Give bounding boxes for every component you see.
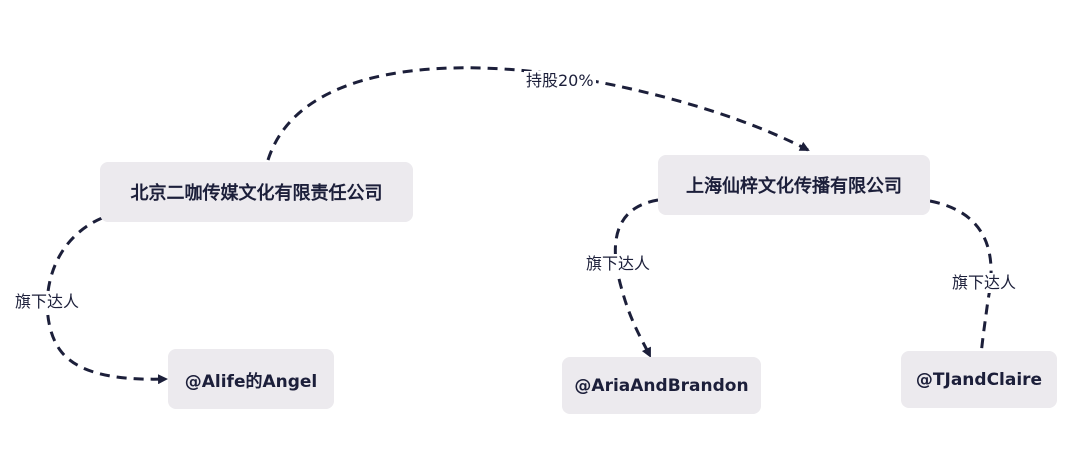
edge-shanghai-to-aria (613, 198, 659, 358)
edge-stake-beijing-to-shanghai (266, 66, 810, 161)
node-beijing-company[interactable]: 北京二咖传媒文化有限责任公司 (100, 162, 413, 222)
edge-label-talent-tjand: 旗下达人 (950, 273, 1019, 293)
edge-beijing-to-alife (45, 216, 168, 385)
edge-label-stake: 持股20% (524, 71, 596, 91)
node-aria-brandon[interactable]: @AriaAndBrandon (562, 357, 761, 414)
edge-label-talent-beijing: 旗下达人 (13, 292, 82, 312)
node-tjand-claire[interactable]: @TJandClaire (901, 351, 1057, 408)
edge-label-talent-aria: 旗下达人 (584, 254, 653, 274)
node-alife-angel[interactable]: @Alife的Angel (168, 349, 334, 409)
node-shanghai-company[interactable]: 上海仙梓文化传播有限公司 (658, 155, 930, 215)
